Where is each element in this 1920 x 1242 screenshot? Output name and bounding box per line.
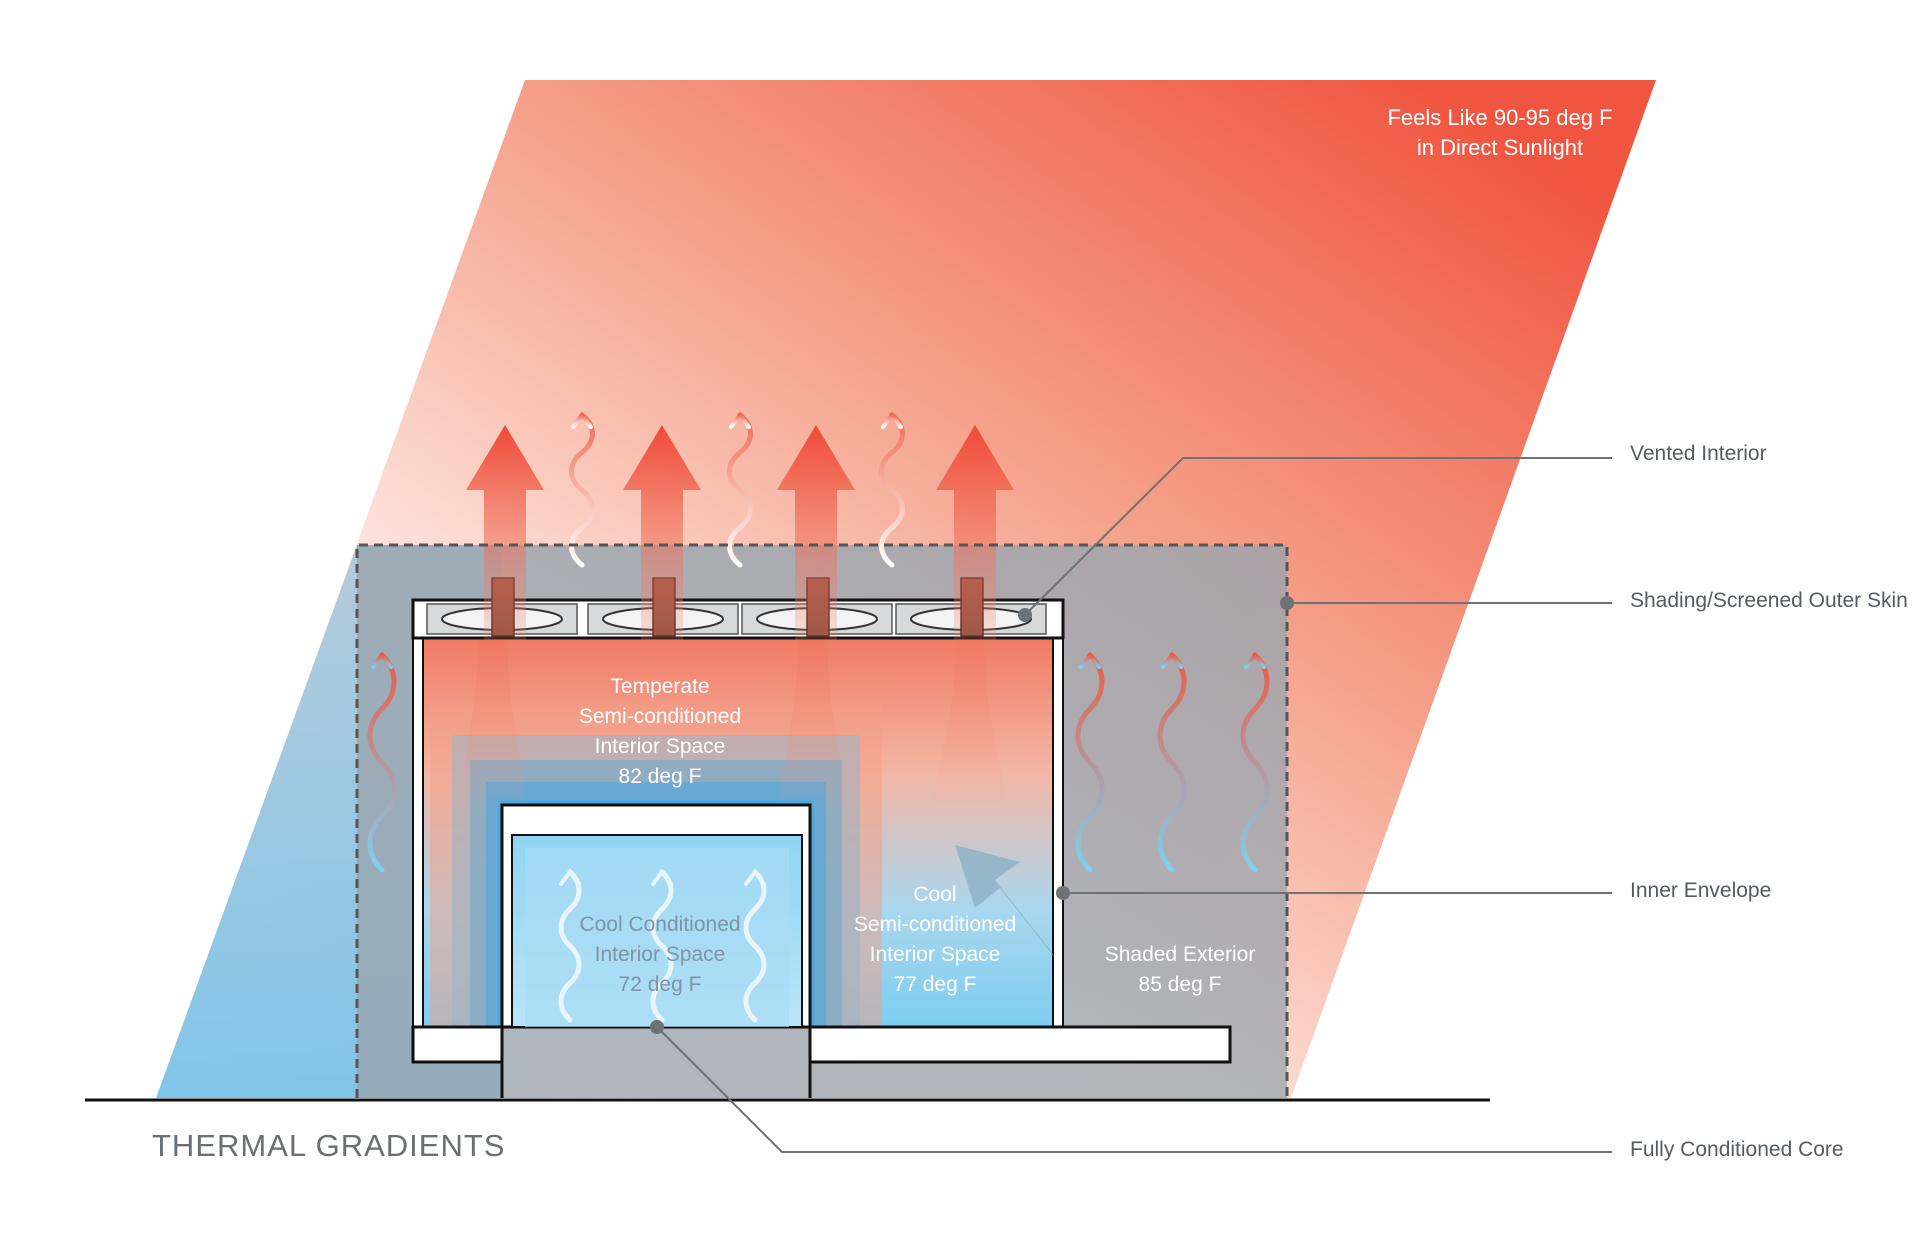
- up-arrow-icon: [466, 425, 544, 640]
- zone-core-line: 72 deg F: [618, 973, 702, 996]
- zone-exterior-label: Shaded Exterior 85 deg F: [1080, 940, 1280, 1000]
- leader-vented-interior: [1024, 457, 1612, 616]
- wavy-heat-arrow-icon: [1075, 651, 1105, 873]
- zone-cool-semi-line: Cool: [913, 883, 957, 906]
- inner-envelope-right-wall: [1052, 636, 1064, 1028]
- wavy-heat-arrow-icon: [1157, 651, 1187, 873]
- wavy-heat-arrow-icon: [727, 411, 753, 568]
- zone-temperate-line: Interior Space: [594, 735, 726, 758]
- floor-slab-left-foot: [411, 1027, 504, 1098]
- zone-cool-semi-line: 77 deg F: [893, 973, 977, 996]
- up-arrow-icon: [777, 425, 855, 640]
- leader-core: [656, 1026, 1612, 1153]
- wavy-heat-arrow-icon: [743, 868, 767, 1023]
- up-arrow-icon: [936, 425, 1014, 640]
- cool-air-arrow-icon: [955, 845, 1055, 958]
- zone-core-line: Cool Conditioned: [579, 913, 741, 936]
- zone-temperate-line: 82 deg F: [618, 765, 702, 788]
- inner-envelope-left-wall: [412, 636, 424, 1028]
- wavy-heat-arrow-icon: [558, 868, 582, 1023]
- outer-skin-outline: [355, 543, 1289, 1098]
- zone-exterior-line: Shaded Exterior: [1104, 943, 1256, 966]
- wavy-heat-arrow-icon: [650, 868, 674, 1023]
- wavy-heat-arrow-icon: [367, 651, 397, 873]
- zone-cool-semi-line: Semi-conditioned: [853, 913, 1017, 936]
- wavy-heat-arrow-icon: [879, 411, 905, 568]
- zone-cool-semi-label: Cool Semi-conditioned Interior Space 77 …: [820, 880, 1050, 1000]
- sun-label: Feels Like 90-95 deg F in Direct Sunligh…: [1370, 103, 1630, 163]
- zone-exterior-line: 85 deg F: [1138, 973, 1222, 996]
- callout-core: Fully Conditioned Core: [1630, 1138, 1844, 1161]
- callout-outer-skin: Shading/Screened Outer Skin: [1630, 589, 1908, 612]
- up-arrow-icon: [623, 425, 701, 640]
- sun-label-line2: in Direct Sunlight: [1416, 135, 1584, 160]
- sun-label-line1: Feels Like 90-95 deg F: [1387, 105, 1613, 130]
- zone-core-label: Cool Conditioned Interior Space 72 deg F: [540, 910, 780, 1000]
- wavy-heat-arrow-icon: [569, 411, 595, 568]
- floor-slab-right: [808, 1025, 1232, 1064]
- zone-temperate-label: Temperate Semi-conditioned Interior Spac…: [530, 672, 790, 792]
- zone-temperate-line: Temperate: [610, 675, 710, 698]
- heat-exhaust-arrows: [466, 425, 1014, 640]
- zone-cool-semi-line: Interior Space: [869, 943, 1001, 966]
- callout-vented-interior: Vented Interior: [1630, 442, 1767, 465]
- wavy-heat-arrows: [367, 411, 1270, 1023]
- floor-slab-left: [411, 1025, 504, 1064]
- zone-core-line: Interior Space: [594, 943, 726, 966]
- callout-inner-envelope: Inner Envelope: [1630, 879, 1772, 902]
- wavy-heat-arrow-icon: [1240, 651, 1270, 873]
- diagram-title: THERMAL GRADIENTS: [152, 1128, 506, 1163]
- zone-temperate-line: Semi-conditioned: [578, 705, 742, 728]
